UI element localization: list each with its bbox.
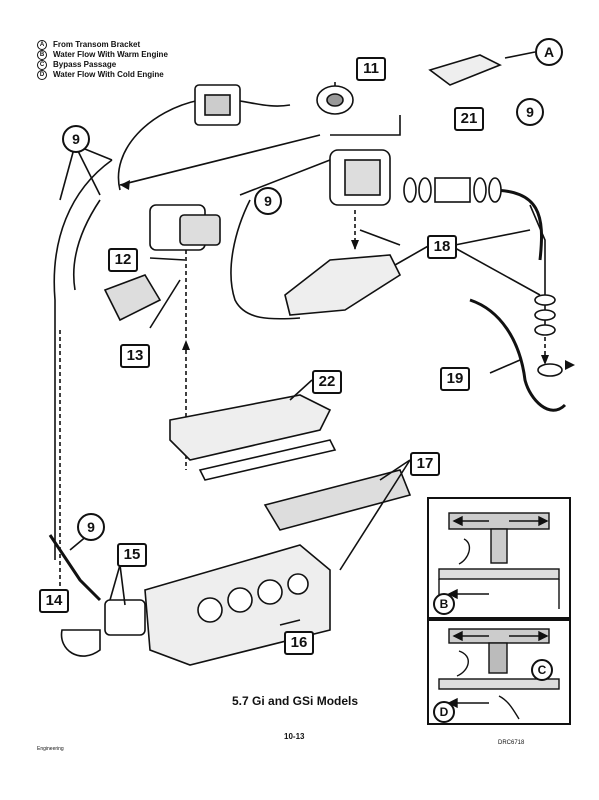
legend-letter: B	[37, 50, 47, 60]
figure-code: DRC6718	[498, 740, 525, 746]
callout-22: 22	[312, 370, 342, 394]
page-number: 10-13	[284, 732, 305, 741]
legend-item: D Water Flow With Cold Engine	[37, 70, 168, 80]
inset-label-B: B	[433, 593, 455, 615]
legend-letter: D	[37, 70, 47, 80]
inset-label-D: D	[433, 701, 455, 723]
callout-18: 18	[427, 235, 457, 259]
cylinder-head	[263, 469, 412, 531]
callout-9-center: 9	[254, 187, 282, 215]
inset-cold-engine: C D	[427, 619, 571, 725]
legend-letter: C	[37, 60, 47, 70]
figure-caption: 5.7 Gi and GSi Models	[232, 694, 359, 708]
inset-label-C: C	[531, 659, 553, 681]
bracket	[103, 274, 162, 322]
hose-lower-9	[48, 534, 102, 602]
callout-9-lower: 9	[77, 513, 105, 541]
callout-19: 19	[440, 367, 470, 391]
flow-arrow-top	[119, 134, 321, 186]
legend-letter: A	[37, 40, 47, 50]
hose-to-manifold	[239, 159, 331, 196]
hose-9-center	[230, 199, 301, 320]
callout-21: 21	[454, 107, 484, 131]
legend-item: C Bypass Passage	[37, 60, 168, 70]
callout-16: 16	[284, 631, 314, 655]
hose-left-mid	[72, 199, 101, 291]
belt-14	[60, 629, 101, 657]
legend: A From Transom Bracket B Water Flow With…	[37, 40, 168, 80]
intake-manifold	[169, 394, 332, 461]
callout-A: A	[535, 38, 563, 66]
legend-text: From Transom Bracket	[53, 40, 141, 49]
callout-11: 11	[356, 57, 386, 81]
legend-item: B Water Flow With Warm Engine	[37, 50, 168, 60]
inset-warm-engine: B	[427, 497, 571, 619]
circulating-pump	[104, 599, 146, 636]
exhaust-manifold	[284, 254, 402, 316]
callout-15: 15	[117, 543, 147, 567]
callout-9-left: 9	[62, 125, 90, 153]
legend-item: A From Transom Bracket	[37, 40, 168, 50]
callout-17: 17	[410, 452, 440, 476]
flow-arrow-top-right	[330, 115, 401, 136]
inset-cold-illustration	[438, 628, 560, 720]
callout-12: 12	[108, 248, 138, 272]
legend-text: Water Flow With Cold Engine	[53, 70, 164, 79]
legend-text: Water Flow With Warm Engine	[53, 50, 168, 59]
legend-text: Bypass Passage	[53, 60, 117, 69]
callout-13: 13	[120, 344, 150, 368]
part-21	[428, 54, 502, 86]
gasket	[198, 439, 337, 481]
hose-exhaust-elbow	[489, 188, 544, 261]
hose-left-long	[53, 159, 113, 560]
footer-left-text: Engineering	[37, 746, 64, 752]
pipe-19	[469, 298, 567, 412]
callout-14: 14	[39, 589, 69, 613]
callout-9-top: 9	[516, 98, 544, 126]
